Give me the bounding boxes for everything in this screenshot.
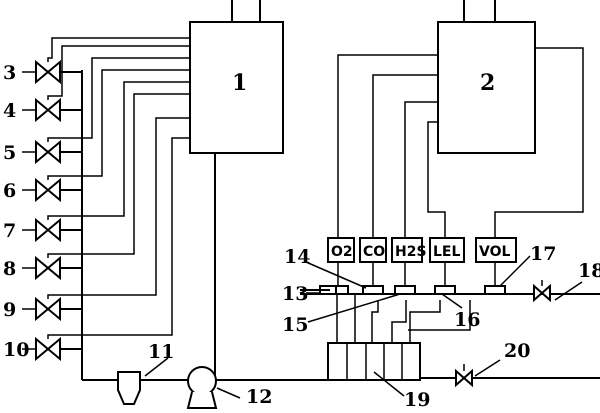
valve-10: 10	[3, 336, 82, 362]
unit-1-label: 1	[232, 70, 247, 96]
label-13: 13	[282, 283, 308, 305]
label-7: 7	[3, 220, 16, 242]
label-8: 8	[3, 258, 16, 280]
label-18: 18	[578, 260, 600, 282]
label-15: 15	[282, 314, 308, 336]
signal-line-6	[47, 69, 190, 180]
sensor-cell	[394, 285, 416, 295]
label-16: 16	[454, 309, 480, 331]
unit-19: 19	[327, 342, 430, 411]
label-19: 19	[404, 389, 430, 411]
valve-5: 5	[3, 139, 82, 165]
signal-line-5	[47, 57, 190, 142]
label-17: 17	[530, 243, 556, 265]
label-5: 5	[3, 142, 16, 164]
sensor-label: LEL	[433, 244, 460, 260]
valve-18: 18	[533, 260, 600, 303]
label-11: 11	[148, 341, 174, 363]
unit-2-label: 2	[480, 70, 495, 96]
signal-lines-to-unit1	[47, 37, 190, 339]
sensor-lel: LEL	[429, 237, 465, 295]
sensor-label: H2S	[395, 244, 427, 260]
sensor-cell	[484, 285, 506, 295]
unit-1: 1	[189, 0, 284, 154]
filter-11: 11	[117, 341, 174, 405]
label-9: 9	[3, 299, 16, 321]
sensor-co: CO	[359, 237, 387, 295]
label-6: 6	[3, 180, 16, 202]
signal-line-4	[47, 45, 190, 100]
valve-3: 3	[3, 59, 82, 85]
valve-4: 4	[3, 97, 82, 123]
inlet-valves: 3 4 5 6 7 8 9 10	[3, 59, 82, 362]
label-4: 4	[3, 100, 16, 122]
unit-2: 2	[437, 0, 536, 154]
signal-line-8	[47, 93, 190, 258]
sensor-label: VOL	[479, 244, 510, 260]
sensor-label: CO	[363, 244, 385, 260]
signal-line-10	[47, 137, 190, 339]
sensor-to-19-lines	[336, 294, 471, 343]
signal-line-7	[47, 81, 190, 220]
label-10: 10	[3, 339, 29, 361]
label-12: 12	[246, 386, 272, 408]
sensor-cell	[434, 285, 456, 295]
valve-8: 8	[3, 255, 82, 281]
sensor-labels: 13 14 15 16 17	[282, 243, 556, 336]
label-3: 3	[3, 62, 16, 84]
label-20: 20	[504, 340, 530, 362]
sensor-label: O2	[331, 244, 353, 260]
signal-line-3	[47, 37, 190, 62]
sensor-o2: O2	[327, 237, 355, 295]
valve-6: 6	[3, 177, 82, 203]
label-14: 14	[284, 246, 310, 268]
signal-line-9	[47, 117, 190, 299]
valve-9: 9	[3, 296, 82, 322]
valve-20: 20	[455, 340, 530, 388]
gas-sensors: O2 CO H2S LEL VOL	[319, 237, 517, 295]
sensor-vol: VOL	[475, 237, 517, 295]
valve-7: 7	[3, 217, 82, 243]
sensor-h2s: H2S	[391, 237, 427, 295]
pump-12: 12	[186, 366, 272, 409]
unit2-signal-lines	[337, 47, 584, 238]
